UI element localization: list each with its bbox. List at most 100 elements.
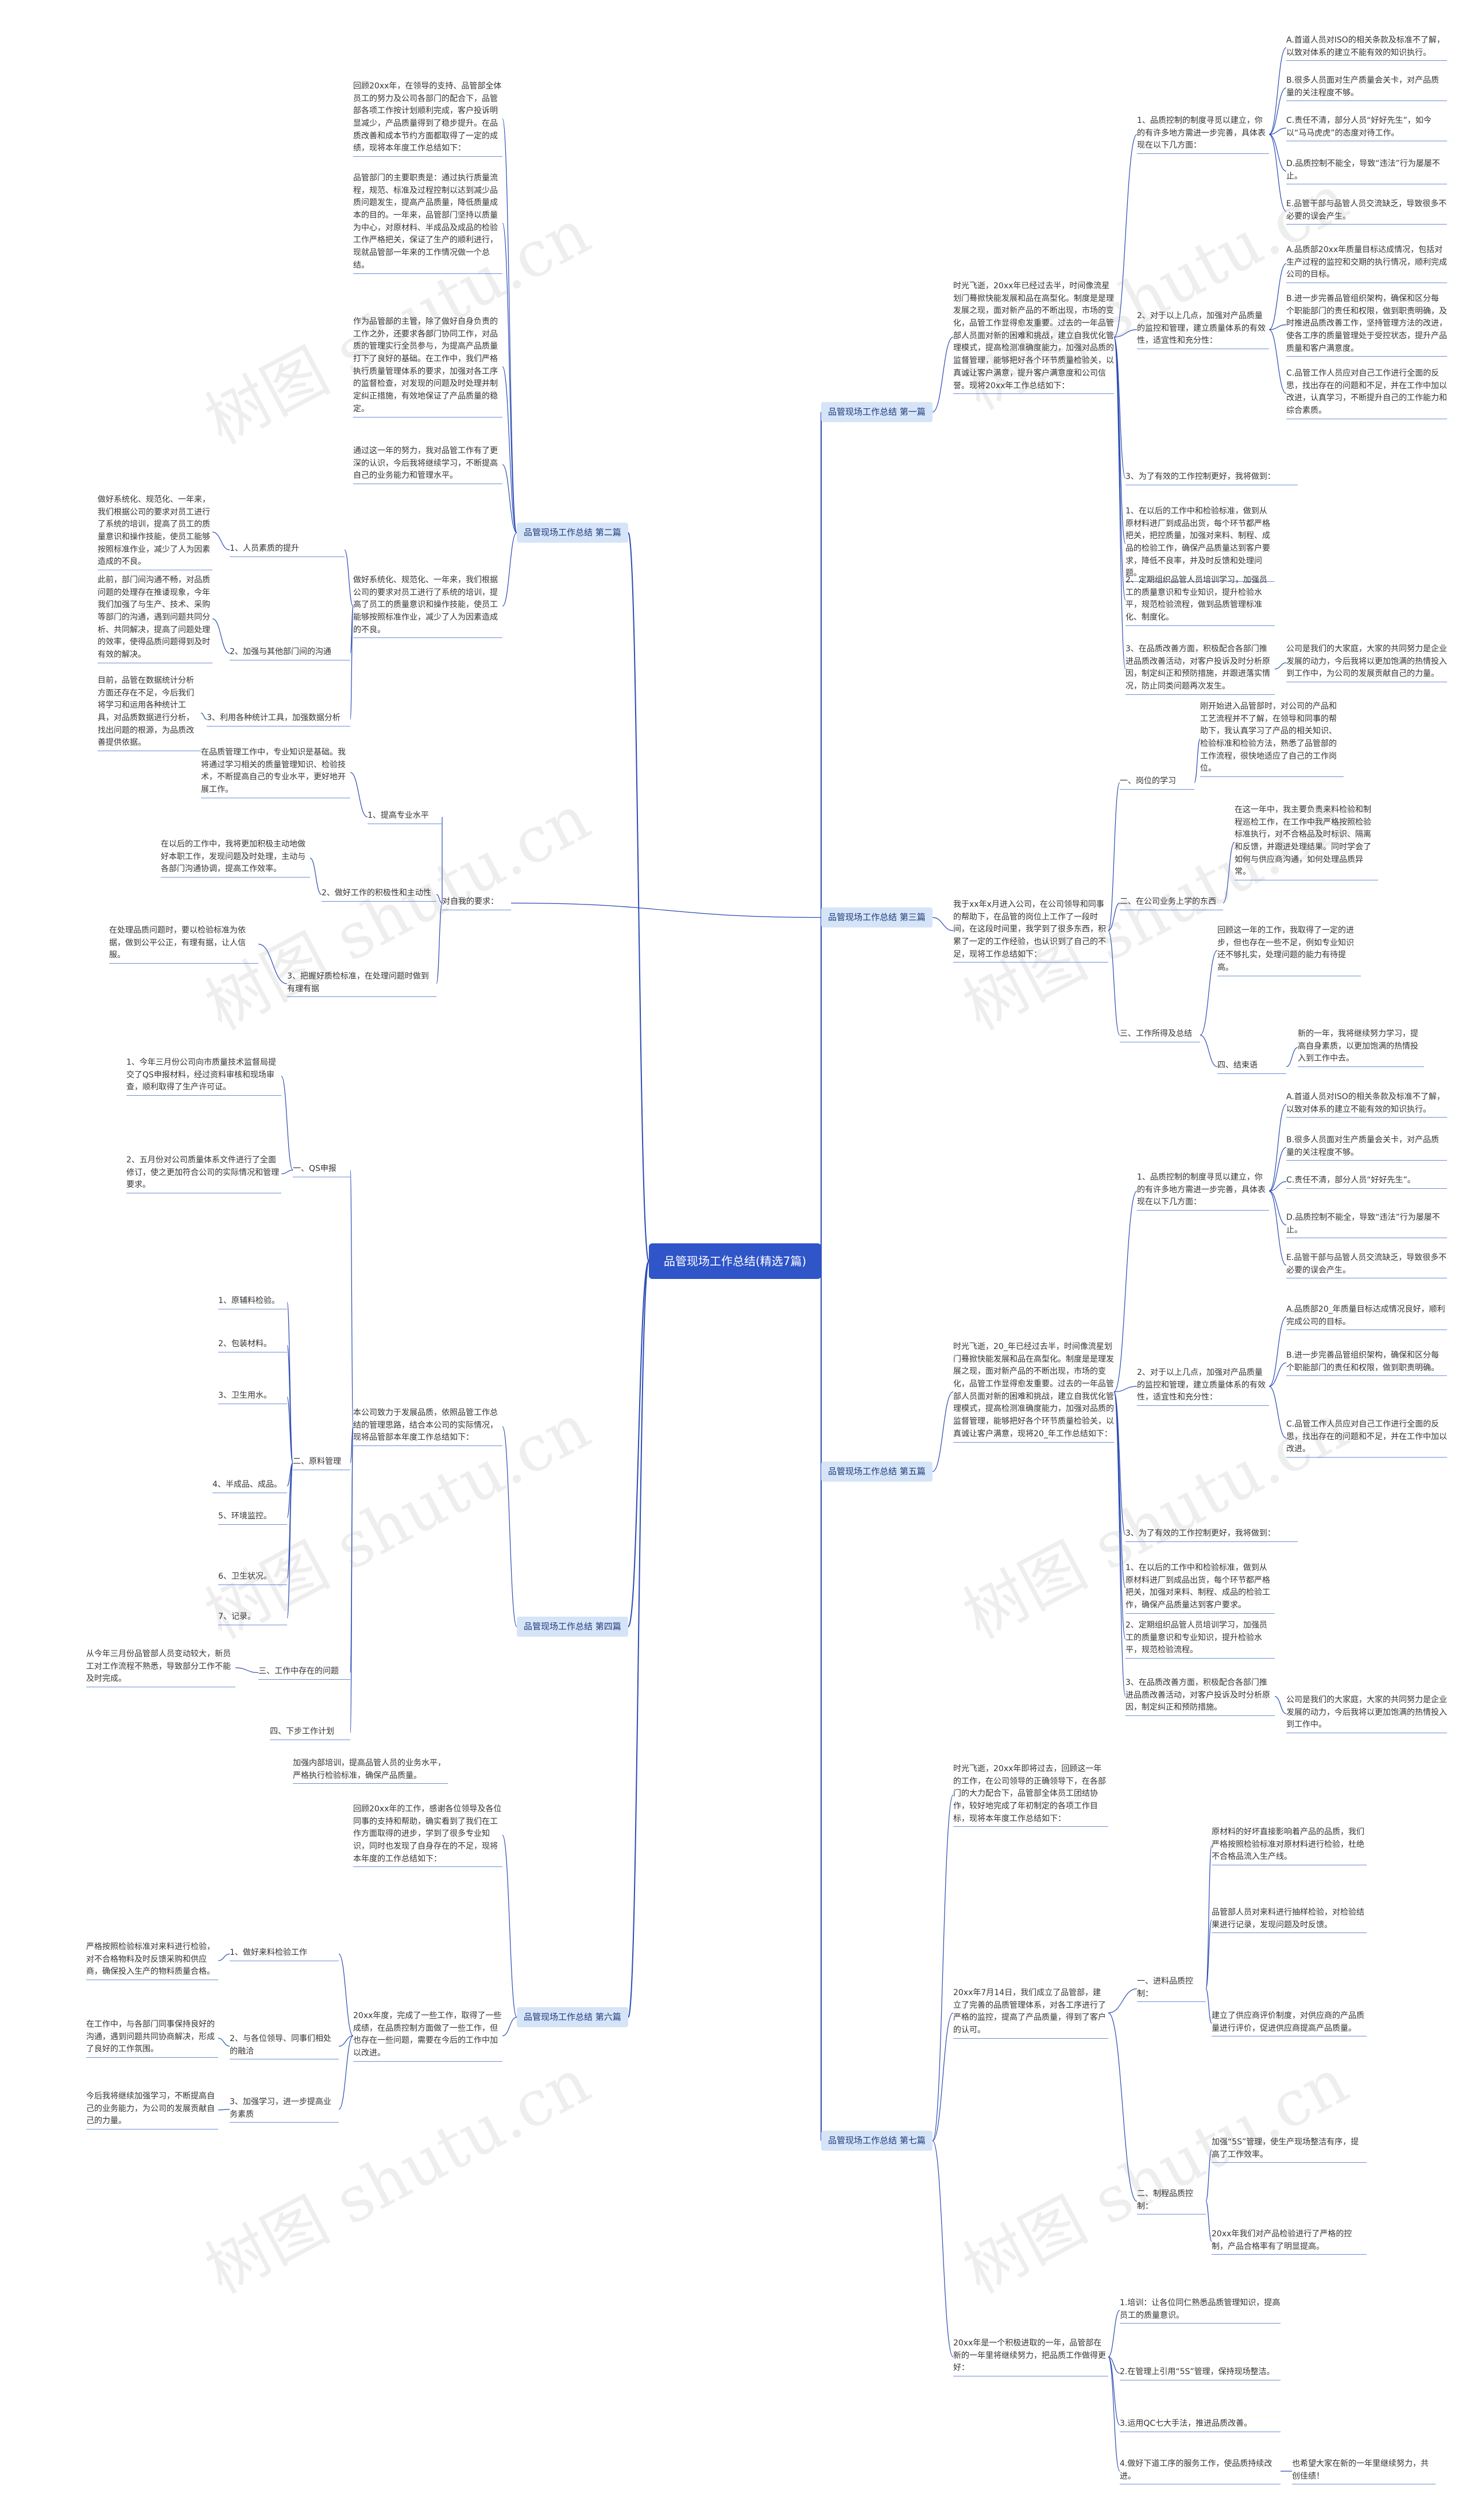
connector-100 <box>1108 2310 1120 2357</box>
branch-2-intro-4: 通过这一年的努力，我对品管工作有了更深的认识，今后我将继续学习，不断提高自己的业… <box>353 445 502 485</box>
branch-3-requirement-3: 3、把握好质检标准，在处理问题时做到有理有据 <box>287 971 436 998</box>
branch-1-item-1-sub-e: E.品管干部与品管人员交流缺乏，导致很多不必要的误会产生。 <box>1286 198 1447 225</box>
connector-75 <box>1268 1181 1287 1192</box>
connector-16 <box>1268 87 1287 135</box>
branch-7-plan-3: 3.运用QC七大手法，推进品质改善。 <box>1120 2418 1281 2432</box>
branch-7-incoming-1: 原材料的好坏直接影响着产品的品质，我们严格按照检验标准对原材料进行检验，杜绝不合… <box>1212 1826 1367 1866</box>
connector-55 <box>350 1426 354 1734</box>
branch-3-item-1-sub: 刚开始进入品管部时，对公司的产品和工艺流程并不了解，在领导和同事的帮助下，我认真… <box>1200 701 1344 778</box>
connector-26 <box>502 366 517 534</box>
connector-42 <box>1200 1034 1218 1068</box>
branch-2-intro-2: 品管部门的主要职责是：通过执行质量流程，规范、标准及过程控制以达到减少品质问题发… <box>353 172 502 274</box>
connector-24 <box>502 118 517 534</box>
connector-43 <box>1286 1047 1298 1068</box>
connector-13 <box>1113 337 1126 601</box>
connector-34 <box>200 712 207 720</box>
branch-7-plan-2: 2.在管理上引用“5S”管理，保持现场整洁。 <box>1120 2366 1281 2380</box>
connector-10 <box>1113 329 1138 338</box>
connector-9 <box>1113 134 1138 338</box>
connector-23 <box>1274 662 1287 670</box>
branch-5-item-2-sub-c: C.品管工作人员应对自己工作进行全面的反思，找出存在的问题和不足，并在工作中加以… <box>1286 1419 1447 1458</box>
branch-1-item-1-sub-c: C.责任不清，部分人员“好好先生”，如今以“马马虎虎”的态度对待工作。 <box>1286 115 1447 142</box>
branch-4-material-4: 4、半成品、成品。 <box>212 1479 287 1493</box>
branch-6-intro: 回顾20xx年的工作，感谢各位领导及各位同事的支持和帮助，确实看到了我们在工作方… <box>353 1803 502 1868</box>
connector-38 <box>1108 930 1120 1036</box>
root-topic[interactable]: 品管现场工作总结(精选7篇) <box>649 1243 821 1279</box>
connector-96 <box>1205 1919 1212 1989</box>
branch-1-item-1-sub-a: A.首道人员对ISO的相关条款及标准不了解，以致对体系的建立不能有效的知识执行。 <box>1286 34 1447 61</box>
connector-98 <box>1205 2149 1212 2202</box>
connector-91 <box>932 2012 954 2142</box>
branch-1-item-1-sub-b: B.很多人员面对生产质量会关卡，对产品质量的关注程度不够。 <box>1286 75 1447 102</box>
branch-1-item-6: 3、在品质改善方面，积极配合各部门推进品质改善活动，对客户投诉及时分析原因，制定… <box>1125 643 1275 695</box>
branch-7-intro-2: 20xx年7月14日，我们成立了品管部，建立了完善的品质管理体系，对各工序进行了… <box>953 1987 1108 2039</box>
connector-86 <box>338 2035 354 2110</box>
connector-31 <box>350 605 354 720</box>
connector-46 <box>436 894 443 904</box>
branch-4-material-3: 3、卫生用水。 <box>218 1390 287 1404</box>
connector-39 <box>1194 738 1201 783</box>
branch-2-section-3: 3、利用各种统计工具，加强数据分析 <box>207 712 350 726</box>
connector-101 <box>1108 2356 1120 2374</box>
connector-29 <box>344 549 354 607</box>
branch-4-group-material: 二、原料管理 <box>293 1456 350 1470</box>
connector-36 <box>1108 782 1120 932</box>
branch-3-item-1: 一、岗位的学习 <box>1120 775 1194 790</box>
connector-78 <box>1268 1316 1287 1387</box>
branch-1-item-6-sub: 公司是我们的大家庭，大家的共同努力是企业发展的动力，今后我将以更加饱满的热情投入… <box>1286 643 1447 683</box>
branch-3-item-2-sub: 在这一年中，我主要负责来料检验和制程巡检工作，在工作中我严格按照检验标准执行，对… <box>1235 804 1378 881</box>
branch-4-problems-detail: 从今年三月份品管部人员变动较大，新员工对工作流程不熟悉，导致部分工作不能及时完成… <box>86 1648 235 1688</box>
branch-2[interactable]: 品管现场工作总结 第二篇 <box>517 523 628 543</box>
connector-51 <box>502 1426 517 1628</box>
branch-7[interactable]: 品管现场工作总结 第七篇 <box>821 2131 933 2151</box>
branch-2-intro-3: 作为品管部的主管，除了做好自身负责的工作之外，还要求各部门协同工作，对品质的管理… <box>353 316 502 418</box>
branch-3-item-2: 二、在公司业务上学的东西 <box>1120 896 1223 910</box>
branch-3-item-3-sub-2: 四、结束语 <box>1217 1060 1286 1074</box>
branch-3-item-3-sub-3: 新的一年，我将继续努力学习，提高自身素质，以更加饱满的热情投入到工作中去。 <box>1298 1028 1424 1068</box>
connector-97 <box>1205 1988 1212 2024</box>
branch-5-item-1-sub-d: D.品质控制不能全，导致“违法”行为屡屡不止。 <box>1286 1212 1447 1239</box>
branch-4-material-1: 1、原辅料检验。 <box>218 1295 287 1309</box>
branch-2-intro-5: 做好系统化、规范化、一年来，我们根据公司的要求对员工进行了系统的培训，提高了员工… <box>353 574 502 639</box>
connector-2 <box>628 532 649 1262</box>
branch-2-section-3-detail: 目前，品管在数据统计分析方面还存在不足，今后我们将学习和运用各种统计工具，对品质… <box>98 675 201 752</box>
connector-32 <box>212 531 230 551</box>
branch-4-group-qs: 一、QS申报 <box>293 1163 350 1177</box>
branch-3-requirement-1-detail: 在品质管理工作中，专业知识是基础。我将通过学习相关的质量管理知识、检验技术，不断… <box>201 747 350 798</box>
connector-19 <box>1268 134 1287 212</box>
connector-65 <box>235 1667 259 1673</box>
branch-2-intro-1: 回顾20xx年，在领导的支持、品管部全体员工的努力及公司各部门的配合下，品管部各… <box>353 80 502 157</box>
branch-1-item-2: 2、对于以上几点，加强对产品质量的监控和管理，建立质量体系的有效性，适宜性和充分… <box>1137 310 1269 350</box>
branch-5-item-1-sub-b: B.很多人员面对生产质量会关卡，对产品质量的关注程度不够。 <box>1286 1134 1447 1161</box>
branch-4[interactable]: 品管现场工作总结 第四篇 <box>517 1617 628 1637</box>
branch-5-item-2: 2、对于以上几点，加强对产品质量的监控和管理，建立质量体系的有效性，适宜性和充分… <box>1137 1367 1269 1406</box>
connector-92 <box>932 2140 954 2357</box>
connector-15 <box>1268 47 1287 135</box>
branch-7-intro: 时光飞逝，20xx年即将过去，回顾这一年的工作，在公司领导的正确领导下，在各部门… <box>953 1763 1108 1827</box>
connector-6 <box>628 1261 649 2018</box>
connector-63 <box>287 1462 293 1579</box>
branch-3-requirement-1: 1、提高专业水平 <box>368 810 442 824</box>
connector-83 <box>502 2016 517 2036</box>
branch-3[interactable]: 品管现场工作总结 第三篇 <box>821 907 933 928</box>
connector-85 <box>338 2035 354 2047</box>
branch-5-item-2-sub-b: B.进一步完善品管组织架构，确保和区分每个职能部门的责任和权限，做到职责明确。 <box>1286 1350 1447 1377</box>
branch-6-item-3: 3、加强学习，进一步提高业务素质 <box>230 2096 339 2123</box>
branch-1[interactable]: 品管现场工作总结 第一篇 <box>821 402 933 423</box>
branch-6[interactable]: 品管现场工作总结 第六篇 <box>517 2007 628 2028</box>
connector-4 <box>628 1261 649 1628</box>
branch-7-plan-intro: 20xx年是一个积极进取的一年，品管部在新的一年里将继续努力，把品质工作做得更好… <box>953 2337 1108 2377</box>
branch-7-process-2: 20xx年我们对产品检验进行了严格的控制，产品合格率有了明显提高。 <box>1212 2228 1367 2255</box>
branch-6-item-2-detail: 在工作中，与各部门同事保持良好的沟通，遇到问题共同协商解决，形成了良好的工作氛围… <box>86 2019 218 2058</box>
branch-4-group-plan: 四、下步工作计划 <box>270 1726 350 1740</box>
branch-4-material-7: 7、记录。 <box>218 1611 287 1625</box>
branch-4-material-2: 2、包装材料。 <box>218 1338 287 1352</box>
connector-27 <box>502 464 517 534</box>
branch-2-section-1-detail: 做好系统化、规范化、一年来，我们根据公司的要求对员工进行了系统的培训，提高了员工… <box>98 494 212 571</box>
branch-5-item-5: 2、定期组织品管人员培训学习，加强员工的质量意识和专业知识，提升检验水平，规范检… <box>1125 1620 1275 1659</box>
connector-17 <box>1268 127 1287 135</box>
connector-37 <box>1108 902 1120 932</box>
connector-76 <box>1268 1191 1287 1226</box>
connector-103 <box>1108 2356 1120 2472</box>
branch-5[interactable]: 品管现场工作总结 第五篇 <box>821 1462 933 1482</box>
